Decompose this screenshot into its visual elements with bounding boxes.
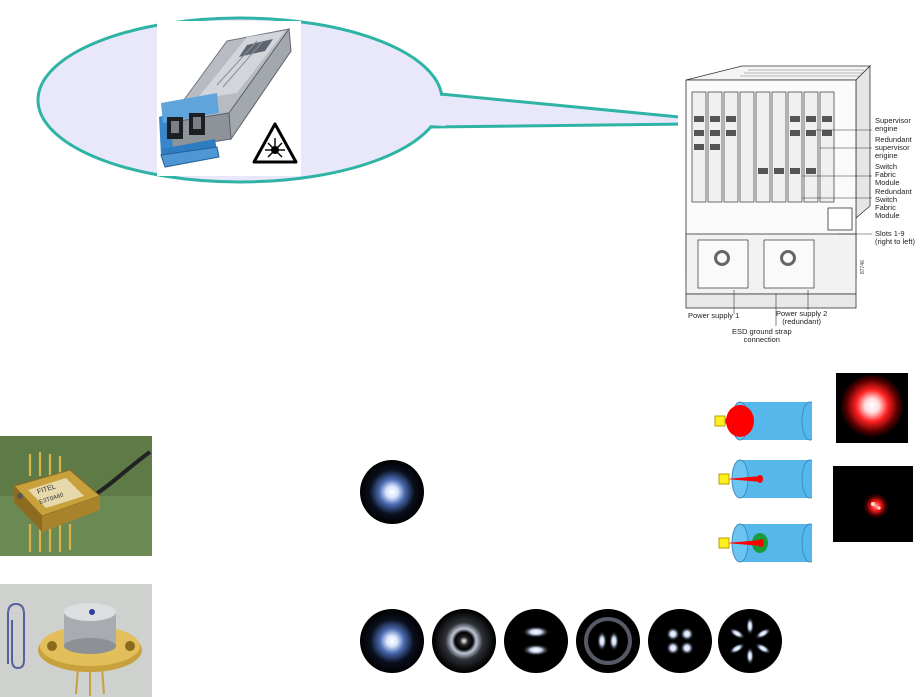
mode-two-bars (504, 609, 568, 673)
supervisor-engine-label: Supervisor engine (875, 116, 911, 133)
single-mode-fiber-icon (718, 459, 812, 499)
mode-patterns-row (360, 609, 782, 673)
butterfly-laser-package-icon: FITEL E3T0A60 (0, 436, 152, 556)
fiber-coupling-diagrams (714, 401, 812, 563)
callout-pointer (428, 91, 692, 129)
multimode-fiber-icon (714, 401, 812, 441)
paper-clip-icon (7, 602, 25, 670)
switch-chassis-icon: 87746 (678, 58, 923, 348)
power-supply-1-label: Power supply 1 (688, 311, 740, 320)
switch-fabric-label: Switch Fabric Module (875, 162, 900, 187)
to-can-laser-package-icon (0, 584, 152, 697)
core-cladding-fiber-icon (718, 523, 812, 563)
mode-ring (432, 609, 496, 673)
fundamental-mode-pattern (360, 460, 424, 524)
mode-six-petals (718, 609, 782, 673)
redundant-switch-fabric-label: Redundant Switch Fabric Module (875, 187, 912, 220)
laser-warning-icon (252, 122, 298, 164)
mode-split-ring (576, 609, 640, 673)
redundant-supervisor-label: Redundant supervisor engine (875, 135, 912, 160)
mode-four-lobes (648, 609, 712, 673)
power-supply-2-label: Power supply 2 (redundant) (776, 309, 828, 326)
slots-label: Slots 1-9 (right to left) (875, 229, 916, 246)
multimode-spot-image (836, 373, 908, 443)
chassis-figure-number: 87746 (860, 260, 866, 274)
mode-lp01 (360, 609, 424, 673)
esd-label: ESD ground strap connection (732, 327, 792, 344)
single-mode-speckle-image (833, 466, 913, 542)
